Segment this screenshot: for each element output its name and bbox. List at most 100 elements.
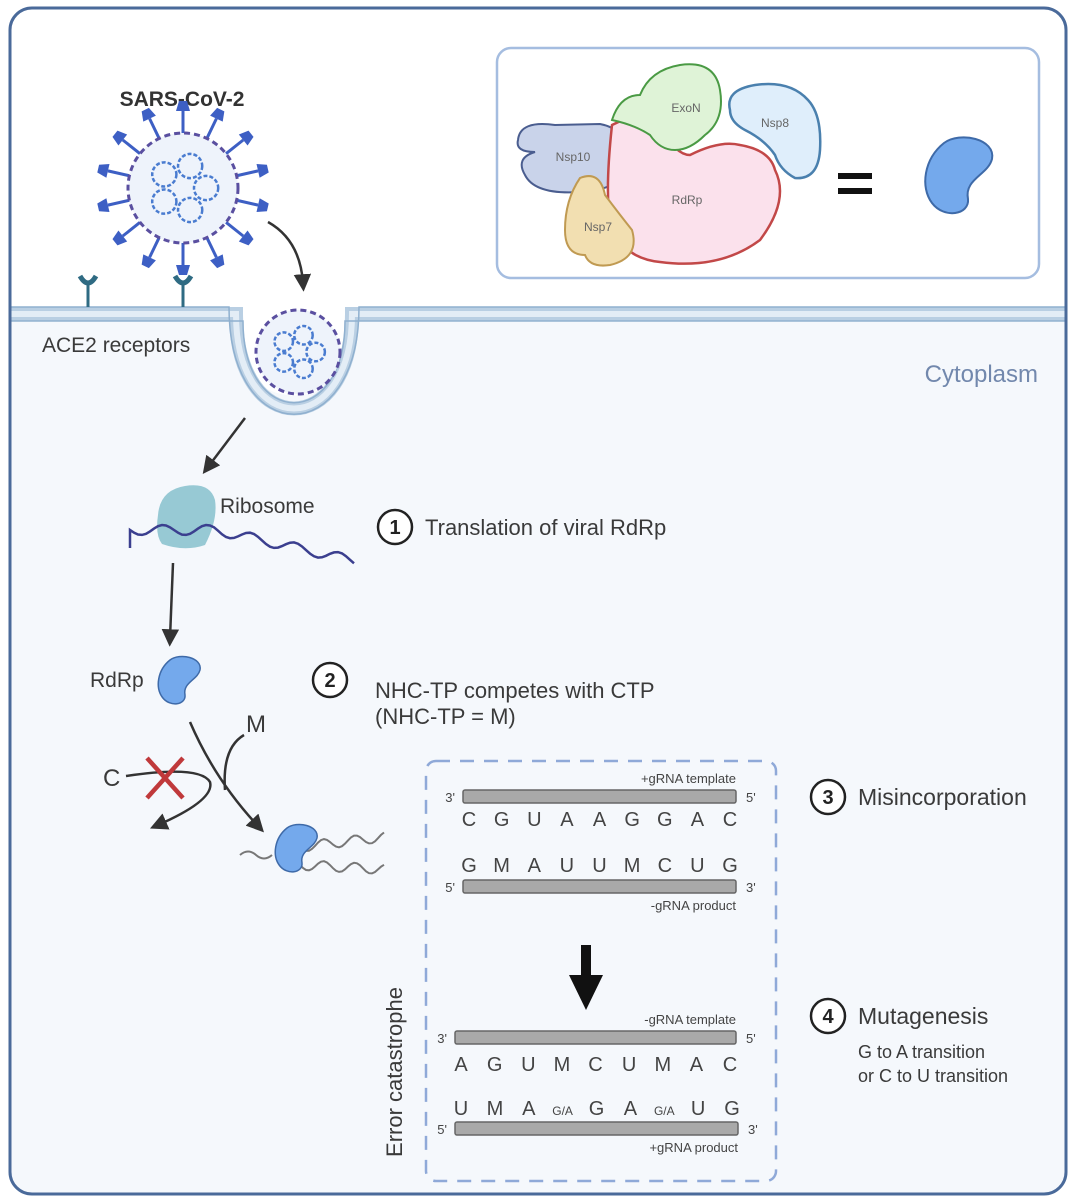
incorporated-m-arrow bbox=[223, 733, 245, 791]
strand-left-end: 5' bbox=[437, 1122, 447, 1137]
nucleotide-base: A bbox=[560, 809, 574, 831]
entry-arrow bbox=[267, 220, 312, 292]
nucleotide-base: U bbox=[691, 1098, 705, 1120]
viral-rna-coil bbox=[273, 331, 295, 353]
ace2-receptors-label: ACE2 receptors bbox=[42, 334, 190, 357]
nucleotide-base: A bbox=[522, 1098, 536, 1120]
spike-stem bbox=[121, 221, 141, 238]
nucleotide-base: C bbox=[723, 809, 737, 831]
strand-right-end: 5' bbox=[746, 1031, 756, 1046]
endocytosed-virus-icon bbox=[254, 308, 342, 396]
step-number: 2 bbox=[324, 670, 335, 692]
rdrp-icon bbox=[157, 655, 201, 705]
arrow-to-ribosome bbox=[202, 417, 246, 474]
nucleotide-base: M bbox=[487, 1098, 504, 1120]
nsp8-label: Nsp8 bbox=[761, 116, 789, 130]
strand-bar bbox=[462, 879, 737, 894]
nucleotide-base: G bbox=[722, 855, 738, 877]
spike-protein-icon bbox=[112, 130, 128, 146]
spike-protein-icon bbox=[238, 130, 254, 146]
strand-bar bbox=[454, 1121, 739, 1136]
rejected-c-arrow bbox=[125, 770, 212, 830]
spike-stem bbox=[225, 138, 245, 155]
step-subtitle: (NHC-TP = M) bbox=[375, 704, 516, 729]
spike-stem bbox=[148, 117, 161, 140]
step-number-badge bbox=[311, 661, 349, 699]
nucleotide-base: G bbox=[724, 1098, 740, 1120]
rdrp-subunit-label: RdRp bbox=[672, 193, 703, 207]
nucleotide-base: U bbox=[454, 1098, 468, 1120]
nsp7-subunit bbox=[563, 175, 635, 267]
cell-membrane bbox=[10, 306, 1066, 416]
strand-left-end: 3' bbox=[445, 790, 455, 805]
viral-envelope bbox=[254, 308, 342, 396]
nsp8-subunit bbox=[728, 82, 822, 180]
elongating-rdrp-icon bbox=[274, 823, 318, 873]
nucleotide-base: C bbox=[462, 809, 476, 831]
spike-protein-icon bbox=[176, 265, 190, 275]
spike-protein-icon bbox=[141, 254, 156, 269]
ribosome-icon bbox=[157, 485, 216, 549]
viral-rna-coil bbox=[176, 152, 204, 180]
strand-bar bbox=[462, 789, 737, 804]
nucleotide-base: G bbox=[657, 809, 673, 831]
nucleotide-base: A bbox=[690, 1054, 704, 1076]
figure-frame bbox=[8, 6, 1068, 1196]
c-nucleotide-label: C bbox=[103, 765, 120, 792]
down-arrow-icon bbox=[569, 945, 603, 1010]
virus-title: SARS-CoV-2 bbox=[120, 88, 245, 111]
nucleotide-base: C bbox=[588, 1054, 602, 1076]
step-number: 1 bbox=[389, 517, 400, 539]
nucleotide-base: M bbox=[624, 855, 641, 877]
strand-label: -gRNA product bbox=[651, 898, 737, 913]
nucleotide-base: M bbox=[493, 855, 510, 877]
viral-envelope bbox=[126, 131, 240, 245]
spike-protein-icon bbox=[256, 198, 269, 212]
step-detail: G to A transition bbox=[858, 1042, 985, 1062]
spike-stem bbox=[107, 169, 130, 178]
nucleotide-base: C bbox=[723, 1054, 737, 1076]
nsp10-label: Nsp10 bbox=[556, 150, 591, 164]
viral-rna-coil bbox=[292, 358, 314, 380]
nucleotide-base: G bbox=[461, 855, 477, 877]
nucleotide-base: G/A bbox=[552, 1104, 573, 1118]
ribosome-label: Ribosome bbox=[220, 495, 315, 518]
spike-stem bbox=[205, 236, 218, 259]
spike-protein-icon bbox=[238, 230, 254, 246]
rdrp-to-elongation-arrow bbox=[188, 721, 264, 833]
nucleotide-base: U bbox=[622, 1054, 636, 1076]
nucleotide-base: U bbox=[527, 809, 541, 831]
spike-protein-icon bbox=[97, 198, 110, 212]
nucleotide-base: A bbox=[691, 809, 705, 831]
step-number-badge bbox=[376, 508, 414, 546]
nsp7-label: Nsp7 bbox=[584, 220, 612, 234]
spike-stem bbox=[148, 236, 161, 259]
error-catastrophe-label: Error catastrophe bbox=[382, 987, 407, 1157]
viral-rna-coil bbox=[150, 188, 178, 215]
strand-left-end: 3' bbox=[437, 1031, 447, 1046]
cross-icon bbox=[145, 756, 185, 800]
spike-protein-icon bbox=[176, 101, 190, 111]
nucleotide-base: C bbox=[658, 855, 672, 877]
spike-stem bbox=[205, 117, 218, 140]
m-nucleotide-label: M bbox=[246, 711, 266, 738]
step-title: Misincorporation bbox=[858, 784, 1027, 810]
nucleotide-base: G/A bbox=[654, 1104, 675, 1118]
rdrp-symbol-icon bbox=[924, 136, 994, 214]
ace2-receptor-icon bbox=[77, 274, 99, 307]
strand-right-end: 3' bbox=[748, 1122, 758, 1137]
nucleotide-base: U bbox=[521, 1054, 535, 1076]
nucleotide-base: M bbox=[554, 1054, 571, 1076]
error-catastrophe-box bbox=[424, 759, 778, 1183]
viral-rna-coil bbox=[305, 341, 327, 363]
spike-stem bbox=[225, 221, 245, 238]
step-number-badge bbox=[809, 997, 847, 1035]
step-title: Translation of viral RdRp bbox=[425, 515, 666, 540]
rdrp-label: RdRp bbox=[90, 669, 144, 692]
viral-rna-coil bbox=[150, 161, 178, 188]
